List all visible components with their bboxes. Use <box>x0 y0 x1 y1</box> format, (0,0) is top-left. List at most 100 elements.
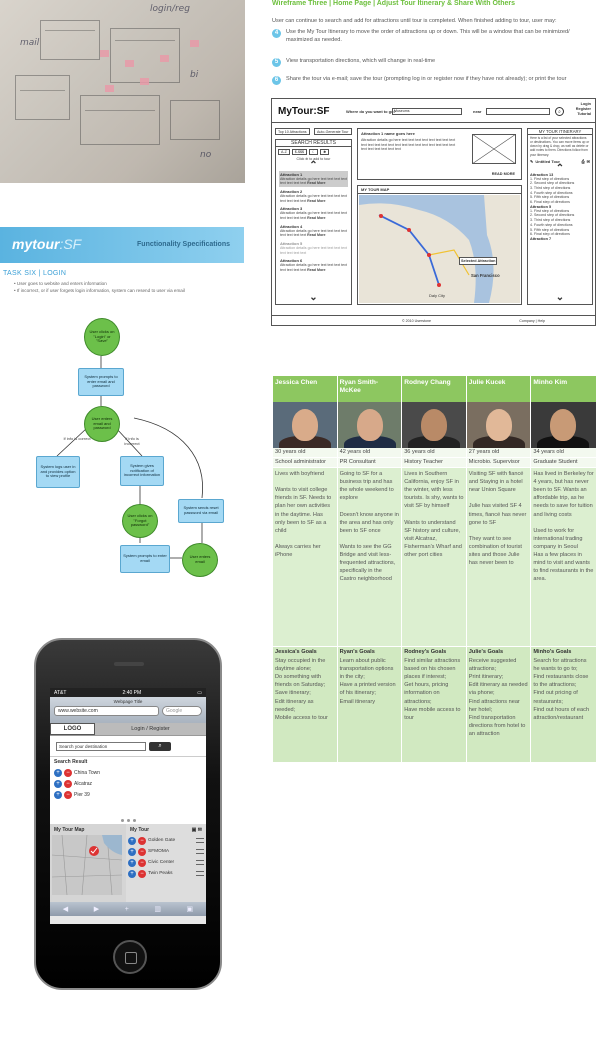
wf-tutorial-link[interactable]: Tutorial <box>577 111 591 116</box>
wf-itinerary-step: 3. Third step of directions <box>530 218 571 223</box>
wf-untitled-label[interactable]: Untitled Tour <box>535 158 560 164</box>
result-row[interactable]: +−Pier 39 <box>54 789 202 800</box>
email-icon[interactable]: ✉ <box>197 827 202 833</box>
tour-item[interactable]: +−Twin Peaks <box>128 868 204 879</box>
add-icon[interactable]: + <box>54 779 62 788</box>
save-icon[interactable]: ▣ <box>191 827 197 833</box>
result-row[interactable]: +−Alcatraz <box>54 778 202 789</box>
tour-item[interactable]: +−SFMOMA <box>128 846 204 857</box>
tour-item[interactable]: +−Civic Center <box>128 857 204 868</box>
wf-itinerary-attraction[interactable]: Attraction 5 <box>530 204 552 209</box>
flow-resend: System sends reset password via email <box>178 499 224 523</box>
add-icon[interactable]: + <box>54 790 62 799</box>
login-register-link[interactable]: Login / Register <box>95 723 206 735</box>
add-bookmark-icon[interactable]: + <box>124 905 129 913</box>
wf-scroll-down-icon[interactable]: ⌄ <box>309 292 318 303</box>
drag-handle-icon[interactable] <box>196 860 204 865</box>
wf-auto-generate-button[interactable]: Auto-Generate Tour <box>314 128 352 135</box>
wf-itinerary-up-icon[interactable]: ⌃ <box>555 162 565 174</box>
mini-map[interactable] <box>52 835 122 895</box>
persona-name: Minho Kim <box>531 376 596 402</box>
wf-map-canvas[interactable]: Selected Attraction San Francisco Daly C… <box>359 195 520 303</box>
spec-banner: mytour:SF Functionality Specifications <box>0 227 244 263</box>
home-button[interactable] <box>113 940 147 974</box>
remove-icon[interactable]: − <box>64 779 72 788</box>
wf-sort-az[interactable]: A-Z <box>278 149 290 155</box>
url-field[interactable]: www.website.com <box>54 706 159 716</box>
pages-icon[interactable]: ▣ <box>186 906 194 913</box>
wf-scroll-up-icon[interactable]: ⌃ <box>309 159 318 171</box>
wf-itinerary-down-icon[interactable]: ⌄ <box>555 292 565 303</box>
remove-icon[interactable]: − <box>64 768 72 777</box>
wf-sort-star[interactable]: ✱ <box>320 149 330 155</box>
wf-map-label: San Francisco <box>471 273 500 278</box>
wf-sort-price[interactable]: $-$$$ <box>291 149 307 155</box>
wf-selected-attraction[interactable]: Selected Attraction <box>459 257 498 265</box>
remove-icon[interactable]: − <box>64 790 72 799</box>
wf-itinerary-attraction[interactable]: Attraction 13 <box>530 172 554 177</box>
remove-icon[interactable]: − <box>138 836 146 845</box>
remove-icon[interactable]: − <box>138 847 146 856</box>
wf-sort-night[interactable]: ☾ <box>309 149 319 155</box>
add-icon[interactable]: + <box>128 869 136 878</box>
tour-item-label: Twin Peaks <box>148 871 173 876</box>
persona-photo <box>337 402 402 448</box>
persona-job: PR Consultant <box>337 458 402 468</box>
wf-footer-links[interactable]: Company | Help <box>519 318 545 323</box>
wf-register-link[interactable]: Register <box>575 106 591 111</box>
drag-handle-icon[interactable] <box>196 849 204 854</box>
google-search-field[interactable]: Google <box>162 706 202 716</box>
back-icon[interactable]: ◀ <box>62 906 69 913</box>
wf-top10-button[interactable]: Top 10 Attractions <box>275 128 310 135</box>
add-icon[interactable]: + <box>128 858 136 867</box>
wf-near-input[interactable] <box>486 108 550 115</box>
flow-notifies: System gives notification of incorrect i… <box>120 456 164 486</box>
remove-icon[interactable]: − <box>138 869 146 878</box>
search-result-title: Search Result <box>54 759 88 765</box>
tour-item-label: Golden Gate <box>148 838 176 843</box>
persona-bio: Lives in Southern California, enjoy SF i… <box>402 468 466 646</box>
wf-search-icon[interactable]: ⌕ <box>555 107 564 116</box>
wf-featured-read-more[interactable]: READ MORE <box>491 172 515 176</box>
sticky-note <box>105 85 114 92</box>
wf-attraction-detail: Attraction details go here text text tex… <box>280 263 347 273</box>
add-icon[interactable]: + <box>128 836 136 845</box>
logo-row: LOGO Login / Register <box>50 723 206 736</box>
persona-job: Microbio. Supervisor <box>466 458 531 468</box>
flow-forgot: User clicks on "Forgot password" <box>122 504 158 538</box>
drag-handle-icon[interactable] <box>196 871 204 876</box>
wf-login-link[interactable]: Login <box>580 102 591 106</box>
print-icon[interactable]: ⎙ <box>581 158 585 164</box>
bookmarks-icon[interactable]: ▥ <box>154 906 161 913</box>
search-button[interactable]: ⌕ <box>149 741 171 751</box>
wf-sort-buttons: A-Z $-$$$ ☾ ✱ <box>276 147 351 157</box>
destination-input[interactable]: Search your destination <box>56 741 146 751</box>
pencil-icon[interactable]: ✎ <box>530 158 534 164</box>
forward-icon[interactable]: ▶ <box>93 906 100 913</box>
site-logo[interactable]: LOGO <box>50 723 95 735</box>
status-bar: AT&T 2:40 PM ▭ <box>50 688 206 697</box>
add-icon[interactable]: + <box>128 847 136 856</box>
step-text: Share the tour via e-mail; save the tour… <box>286 76 567 82</box>
tour-item-label: SFMOMA <box>148 849 170 854</box>
drag-handle-icon[interactable] <box>196 838 204 843</box>
persona-name: Julie Kucek <box>466 376 531 402</box>
add-icon[interactable]: + <box>54 768 62 777</box>
persona-goals: Receive suggested attractions; Print iti… <box>466 657 531 762</box>
page-dots[interactable] <box>50 816 206 824</box>
result-row[interactable]: +−China Town <box>54 767 202 778</box>
wf-query-input[interactable]: Museums <box>392 108 462 115</box>
logo-main: mytour <box>12 236 60 252</box>
bottom-panels: My Tour Map My Tour▣ ✉ +−Golden Gate +−S… <box>50 824 206 902</box>
remove-icon[interactable]: − <box>138 858 146 867</box>
wf-itinerary-attraction[interactable]: Attraction 7 <box>530 236 552 241</box>
email-icon[interactable]: ✉ <box>586 158 590 164</box>
tour-item[interactable]: +−Golden Gate <box>128 835 204 846</box>
